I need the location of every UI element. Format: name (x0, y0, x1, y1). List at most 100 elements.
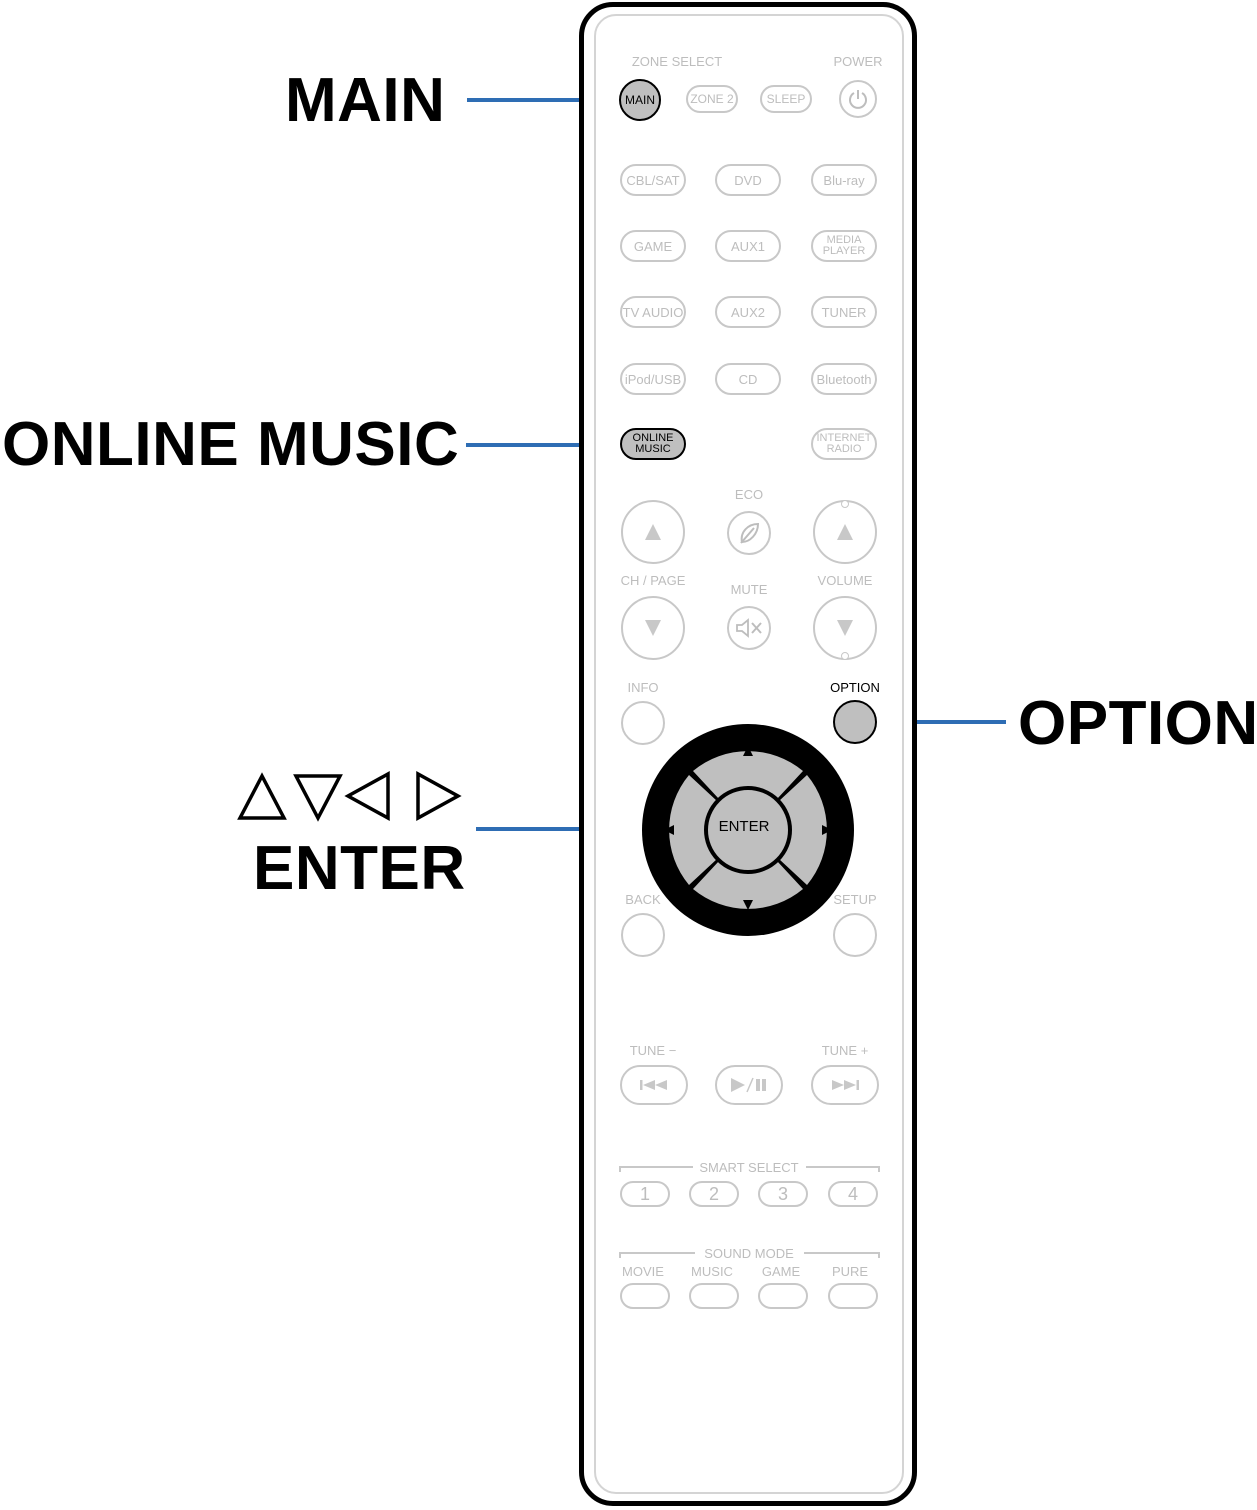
source-cbl-sat-button[interactable]: CBL/SAT (620, 164, 686, 196)
zone2-button[interactable]: ZONE 2 (686, 85, 738, 113)
left-triangle-icon (664, 825, 674, 835)
leaf-icon (740, 522, 760, 544)
tune-plus-label: TUNE + (821, 1043, 869, 1058)
smart-select-line-left (619, 1166, 693, 1168)
main-button-label: MAIN (625, 93, 655, 107)
smart-select-tick-left (619, 1166, 621, 1172)
eco-label: ECO (734, 487, 764, 502)
sound-mode-line-right (804, 1252, 880, 1254)
sound-mode-music-label: MUSIC (691, 1264, 733, 1279)
internet-radio-label-1: INTERNET (816, 432, 872, 444)
sound-mode-movie-label: MOVIE (622, 1264, 664, 1279)
smart-select-4-button[interactable]: 4 (828, 1181, 878, 1207)
source-ipod-usb-button[interactable]: iPod/USB (620, 363, 686, 395)
down-triangle-icon (743, 900, 753, 910)
back-button[interactable] (621, 913, 665, 957)
sound-mode-pure-label: PURE (831, 1264, 869, 1279)
source-cd-button[interactable]: CD (715, 363, 781, 395)
smart-select-label: SMART SELECT (699, 1160, 799, 1175)
info-button[interactable] (621, 701, 665, 745)
source-aux2-label: AUX2 (731, 304, 765, 320)
enter-button-label: ENTER (718, 818, 770, 835)
power-button[interactable] (839, 80, 877, 118)
source-cd-label: CD (738, 371, 758, 387)
sleep-button[interactable]: SLEEP (760, 85, 812, 113)
next-button[interactable] (811, 1065, 879, 1105)
smart-select-line-right (806, 1166, 880, 1168)
cursor-up-button[interactable] (693, 751, 803, 799)
smart-select-2-label: 2 (708, 1183, 719, 1204)
volume-up-button[interactable] (813, 500, 877, 564)
source-game-button[interactable]: GAME (620, 230, 686, 262)
mute-icon (736, 618, 762, 638)
leader-line-online-music (466, 443, 620, 447)
source-aux2-button[interactable]: AUX2 (715, 296, 781, 328)
source-media-player-button[interactable]: MEDIA PLAYER (811, 230, 877, 262)
source-dvd-button[interactable]: DVD (715, 164, 781, 196)
cursor-left-button[interactable] (669, 775, 717, 885)
option-button[interactable] (833, 700, 877, 744)
smart-select-3-button[interactable]: 3 (758, 1181, 808, 1207)
setup-button[interactable] (833, 913, 877, 957)
enter-button[interactable] (704, 786, 792, 874)
source-media-player-label-1: MEDIA (826, 234, 862, 246)
smart-select-tick-right (878, 1166, 880, 1172)
internet-radio-label-2: RADIO (826, 443, 862, 455)
sound-mode-tick-left (619, 1252, 621, 1258)
up-arrow-icon (645, 524, 661, 540)
source-tv-audio-label: TV AUDIO (622, 304, 684, 320)
right-triangle-icon (822, 825, 832, 835)
callout-main: MAIN (285, 66, 446, 135)
ch-up-button[interactable] (621, 500, 685, 564)
smart-select-2-button[interactable]: 2 (689, 1181, 739, 1207)
up-arrow-icon (837, 524, 853, 540)
source-game-label: GAME (633, 238, 673, 254)
online-music-button[interactable]: ONLINE MUSIC (620, 428, 686, 460)
ch-page-label: CH / PAGE (620, 573, 686, 588)
sound-mode-tick-right (878, 1252, 880, 1258)
smart-select-4-label: 4 (847, 1183, 858, 1204)
power-label: POWER (833, 54, 883, 69)
sound-mode-game-button[interactable] (758, 1283, 808, 1309)
callout-enter: ENTER (253, 834, 466, 903)
leader-line-enter (476, 827, 646, 831)
source-cbl-sat-label: CBL/SAT (626, 172, 680, 188)
play-pause-icon (731, 1077, 766, 1093)
sound-mode-movie-button[interactable] (620, 1283, 670, 1309)
previous-button[interactable] (620, 1065, 688, 1105)
source-tuner-button[interactable]: TUNER (811, 296, 877, 328)
eco-button[interactable] (727, 511, 771, 555)
mute-button[interactable] (727, 606, 771, 650)
internet-radio-button[interactable]: INTERNET RADIO (811, 428, 877, 460)
source-ipod-usb-label: iPod/USB (624, 371, 682, 387)
main-button[interactable]: MAIN (619, 79, 661, 121)
smart-select-3-label: 3 (777, 1183, 788, 1204)
smart-select-1-button[interactable]: 1 (620, 1181, 670, 1207)
smart-select-1-label: 1 (639, 1183, 650, 1204)
sound-mode-line-left (619, 1252, 695, 1254)
source-tv-audio-button[interactable]: TV AUDIO (620, 296, 686, 328)
cursor-right-button[interactable] (779, 775, 827, 885)
ch-down-button[interactable] (621, 596, 685, 660)
source-bluray-button[interactable]: Blu-ray (811, 164, 877, 196)
zone-select-label: ZONE SELECT (631, 54, 723, 69)
tune-minus-label: TUNE − (629, 1043, 677, 1058)
callout-online-music: ONLINE MUSIC (2, 410, 460, 479)
online-music-label-1: ONLINE (632, 432, 674, 444)
sleep-button-label: SLEEP (766, 91, 806, 106)
power-icon (849, 90, 867, 109)
back-label: BACK (625, 892, 661, 907)
cursor-down-button[interactable] (693, 861, 803, 909)
source-bluetooth-button[interactable]: Bluetooth (811, 363, 877, 395)
cursor-arrows-icon (237, 771, 462, 822)
sound-mode-music-button[interactable] (689, 1283, 739, 1309)
sound-mode-pure-button[interactable] (828, 1283, 878, 1309)
play-pause-button[interactable] (715, 1065, 783, 1105)
mute-label: MUTE (730, 582, 768, 597)
zone2-button-label: ZONE 2 (690, 91, 734, 106)
source-aux1-label: AUX1 (731, 238, 765, 254)
source-aux1-button[interactable]: AUX1 (715, 230, 781, 262)
volume-down-button[interactable] (813, 596, 877, 660)
source-bluetooth-label: Bluetooth (816, 371, 872, 387)
